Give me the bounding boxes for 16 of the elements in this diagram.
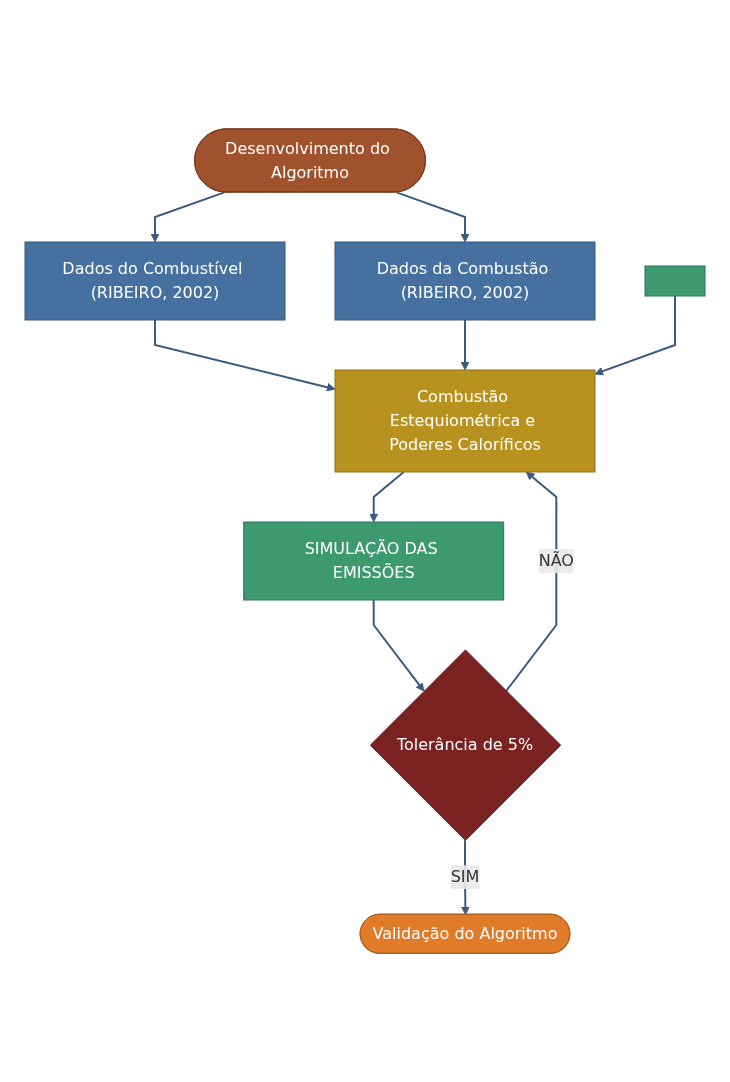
node-box: SIMULAÇÃO DAS EMISSÕES [243, 521, 505, 601]
arrow [369, 470, 405, 523]
arrow [395, 191, 470, 243]
edge-label: SIM [450, 867, 480, 887]
arrow [594, 294, 676, 376]
arrow [460, 318, 470, 371]
node-diamond: Tolerância de 5% [369, 649, 562, 841]
edge-label: NÃO [538, 550, 574, 570]
node-box: Combustão Estequiométrica e Poderes Caloríficos [334, 369, 596, 473]
arrow [150, 191, 226, 243]
node-box [644, 265, 706, 297]
node-box: Dados do Combustível (RIBEIRO, 2002) [24, 241, 286, 321]
node-box: Dados da Combustão (RIBEIRO, 2002) [334, 241, 596, 321]
arrow [154, 318, 336, 392]
arrow [505, 471, 558, 692]
arrow [372, 598, 425, 692]
